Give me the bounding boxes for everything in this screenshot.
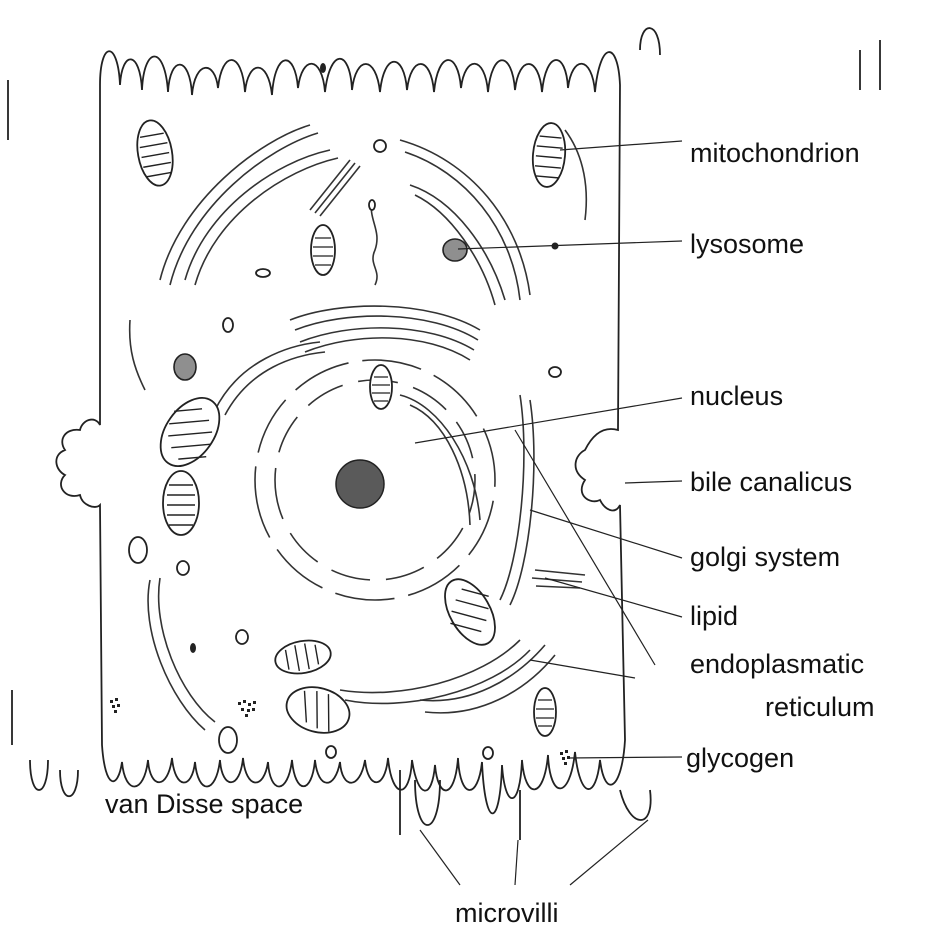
mitochondrion — [133, 118, 178, 189]
mitochondrion — [281, 680, 354, 739]
label-nucleus: nucleus — [690, 381, 783, 411]
label-bile-canalicus: bile canalicus — [690, 467, 852, 497]
mitochondrion — [273, 636, 334, 677]
label-glycogen: glycogen — [686, 743, 794, 773]
label-mitochondrion: mitochondrion — [690, 138, 860, 168]
mitochondrion — [163, 471, 199, 535]
mitochondrion — [370, 365, 392, 409]
label-van-disse-space: van Disse space — [105, 789, 303, 819]
golgi-stack — [310, 160, 585, 588]
nucleolus — [336, 460, 384, 508]
mitochondrion — [143, 383, 239, 482]
label-endoplasmatic: endoplasmatic — [690, 649, 864, 679]
label-golgi-system: golgi system — [690, 542, 840, 572]
mitochondrion — [431, 567, 511, 655]
mitochondrion — [530, 122, 567, 189]
label-microvilli: microvilli — [455, 898, 559, 928]
label-lipid: lipid — [690, 601, 738, 631]
mitochondrion — [534, 688, 556, 736]
label-lysosome: lysosome — [690, 229, 804, 259]
mitochondrion — [311, 225, 335, 275]
lysosome-body — [443, 239, 467, 261]
label-reticulum: reticulum — [765, 692, 875, 722]
